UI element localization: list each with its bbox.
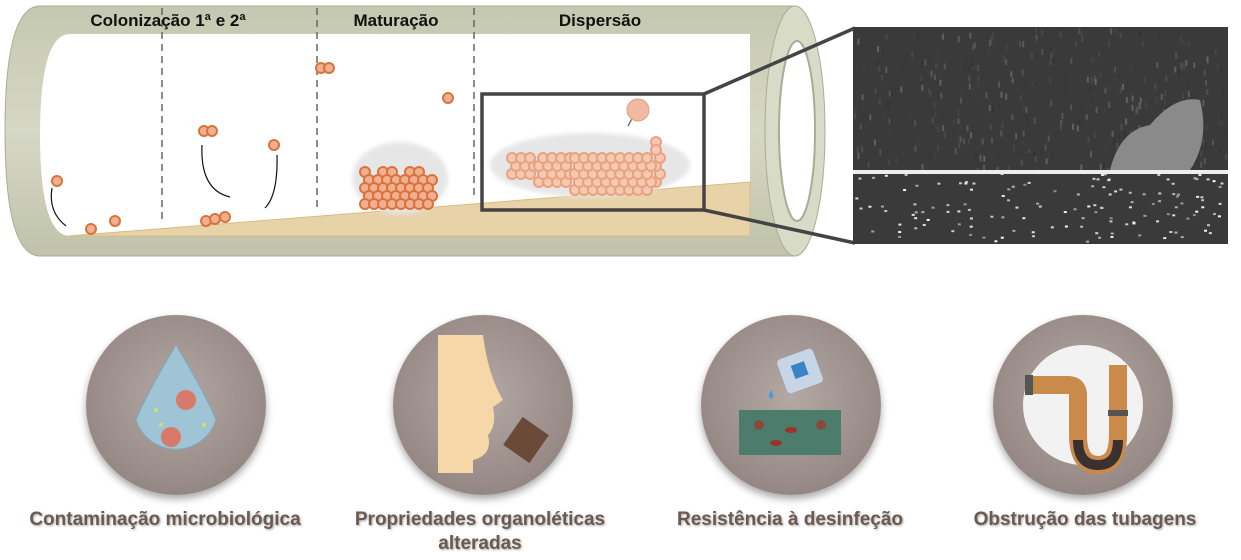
bacterium-cell [207,126,217,136]
obstruction-circle [993,315,1173,495]
bacterium-cell [52,176,62,186]
face-smell-taste-icon [393,315,573,495]
impact-label-disinfection: Resistência à desinfeção [640,508,940,532]
biofilm-pipe-diagram: Colonização 1ª e 2ª Maturação Dispersão [0,0,1241,265]
ultrasound-image [853,27,1228,244]
contamination-circle [86,315,266,495]
stage-label-colonization: Colonização 1ª e 2ª [90,11,246,30]
bacterium-cell [423,199,433,209]
dispersed-cluster [627,99,649,121]
impact-label-contamination: Contaminação microbiológica [5,508,325,532]
disinfectant-biofilm-icon [701,315,881,495]
pipe [5,6,825,256]
water-drop-bacteria-icon [86,315,266,495]
organoleptic-circle [393,315,573,495]
bacterium-cell [220,212,230,222]
clogged-pipe-icon [993,315,1173,495]
stage-label-maturation: Maturação [353,11,438,30]
bacterium-cell [269,140,279,150]
bacterium-cell [324,63,334,73]
impact-label-organoleptic: Propriedades organoléticas alteradas [330,508,630,556]
bacterium-cell [110,216,120,226]
stage-label-dispersion: Dispersão [559,11,641,30]
bacterium-cell [443,93,453,103]
disinfection-circle [701,315,881,495]
impact-label-obstruction: Obstrução das tubagens [935,508,1235,532]
bacterium-cell [525,153,535,163]
bacterium-cell [86,224,96,234]
bacterium-cell [642,153,652,163]
bacterium-cell [210,214,220,224]
bacterium-cell [651,145,661,155]
